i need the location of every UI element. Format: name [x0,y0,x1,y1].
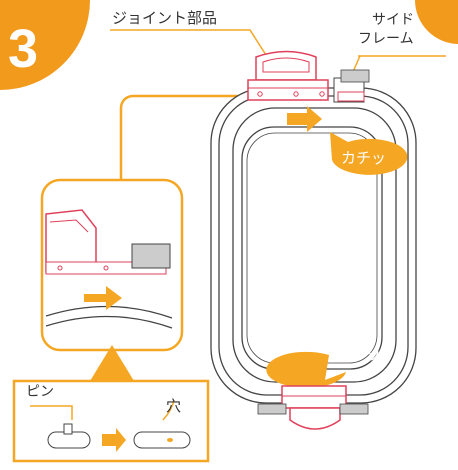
pin-label: ピン [26,384,54,400]
side-frame-label-line1: サイド [372,12,414,28]
step-badge [0,0,90,90]
joint-part-label: ジョイント部品 [112,9,218,27]
zoom-detail-box [40,178,184,352]
side-frame-label-line2: フレーム [358,31,414,47]
click-bubble-top-shape [330,132,408,175]
pointer-triangle [90,345,134,381]
push-arrow-zoom [84,286,122,310]
joint-part-top [247,50,329,101]
joint-part-bottom [257,385,369,430]
pin-hole-box [12,379,210,463]
arrow-pin-to-hole [102,428,126,452]
click-callout-bottom: カチッ [336,345,382,363]
click-callout-top: カチッ [341,149,387,167]
hole-label: 穴 [166,397,182,415]
push-arrow-top [287,106,322,132]
zoom-connector [119,94,297,180]
step-number: 3 [8,19,39,79]
corner-decoration [415,0,458,44]
click-bubble-bottom-shape [266,351,346,388]
side-frame-part [333,69,370,103]
